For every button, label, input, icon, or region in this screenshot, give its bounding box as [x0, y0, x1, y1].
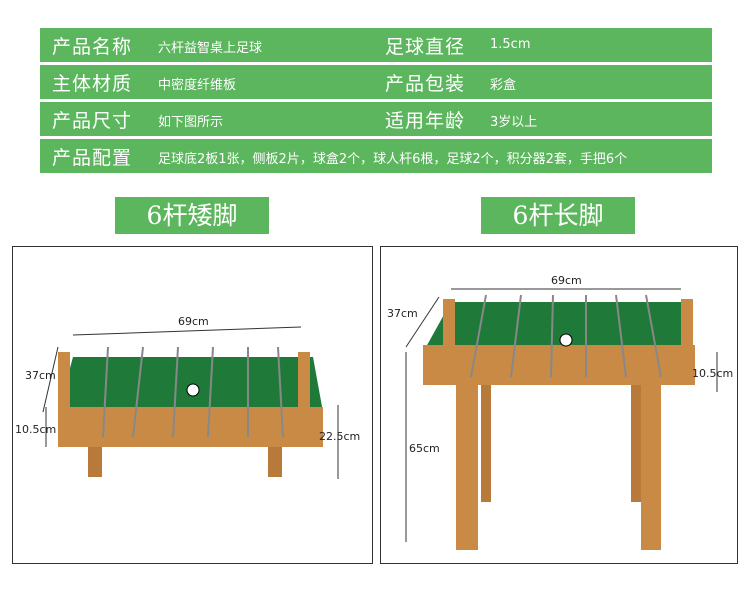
width-label: 37cm	[387, 307, 418, 320]
depth-label: 10.5cm	[692, 367, 734, 380]
spec-label: 适用年龄	[385, 110, 466, 132]
spec-value: 1.5cm	[490, 37, 531, 52]
tall-table-image	[405, 288, 718, 550]
tall-table-panel: 69cm 37cm 10.5cm 65cm	[380, 246, 738, 564]
spec-value: 六杆益智桌上足球	[158, 41, 263, 56]
spec-value: 3岁以上	[490, 115, 538, 130]
short-table-panel: 69cm 37cm 10.5cm 22.5cm	[12, 246, 373, 564]
depth-label: 10.5cm	[15, 423, 57, 436]
spec-value: 如下图所示	[158, 115, 224, 130]
tall-leg-title: 6杆长脚	[481, 197, 635, 234]
spec-value: 中密度纤维板	[158, 78, 237, 93]
spec-row: 产品尺寸 如下图所示 适用年龄 3岁以上	[40, 102, 712, 136]
config-value: 足球底2板1张，侧板2片，球盒2个，球人杆6根，足球2个，积分器2套，手把6个	[158, 152, 628, 167]
spec-label: 产品包装	[385, 73, 466, 95]
config-row: 产品配置 足球底2板1张，侧板2片，球盒2个，球人杆6根，足球2个，积分器2套，…	[40, 139, 712, 173]
config-label: 产品配置	[52, 147, 133, 169]
spec-value: 彩盒	[490, 78, 517, 93]
length-label: 69cm	[178, 315, 209, 328]
short-leg-title: 6杆矮脚	[115, 197, 269, 234]
spec-label: 主体材质	[52, 73, 133, 95]
spec-label: 产品名称	[52, 36, 133, 58]
width-label: 37cm	[25, 369, 56, 382]
spec-label: 产品尺寸	[52, 110, 133, 132]
height-label: 22.5cm	[319, 430, 361, 443]
spec-row: 产品名称 六杆益智桌上足球 足球直径 1.5cm	[40, 28, 712, 62]
short-table-image	[42, 326, 339, 479]
spec-row: 主体材质 中密度纤维板 产品包装 彩盒	[40, 65, 712, 99]
spec-label: 足球直径	[385, 36, 466, 58]
height-label: 65cm	[409, 442, 440, 455]
length-label: 69cm	[551, 274, 582, 287]
